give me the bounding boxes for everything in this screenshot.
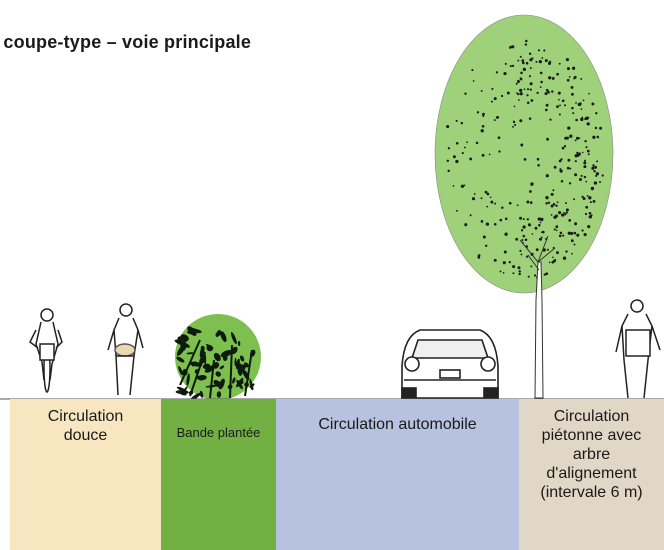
band-label-bande-plantee: Bande plantée	[161, 425, 276, 440]
label-line: d'alignement	[546, 464, 637, 482]
car-front-view	[401, 329, 499, 399]
label-line: Bande plantée	[176, 425, 261, 440]
label-line: (intervale 6 m)	[540, 483, 643, 501]
tree-foliage-dots	[446, 39, 604, 279]
label-line: piétonne avec	[541, 426, 642, 444]
band-circulation-douce: Circulation douce	[10, 399, 161, 550]
band-label-circulation-automobile: Circulation automobile	[276, 416, 519, 435]
band-circulation-pietonne: Circulation piétonne avec arbre d'aligne…	[519, 399, 664, 550]
label-line: arbre	[572, 445, 611, 463]
tree-canopy	[434, 14, 614, 294]
label-line: Circulation	[553, 408, 630, 425]
band-circulation-automobile: Circulation automobile	[276, 399, 519, 550]
label-line: douce	[63, 426, 108, 444]
label-line: Circulation automobile	[318, 416, 477, 433]
tree-branches	[519, 235, 556, 271]
pedestrian-with-bag	[107, 303, 144, 396]
pedestrian-right	[615, 299, 661, 399]
tree-trunk	[534, 261, 544, 399]
band-bande-plantee: Bande plantée	[161, 399, 276, 550]
band-label-circulation-pietonne: Circulation piétonne avec arbre d'aligne…	[519, 408, 664, 502]
band-label-circulation-douce: Circulation douce	[10, 408, 161, 446]
label-line: Circulation	[47, 408, 124, 425]
diagram-title: e coupe-type – voie principale	[0, 32, 252, 52]
alignment-tree	[434, 14, 614, 399]
cyclist-figure	[29, 308, 63, 393]
bush	[174, 314, 261, 401]
